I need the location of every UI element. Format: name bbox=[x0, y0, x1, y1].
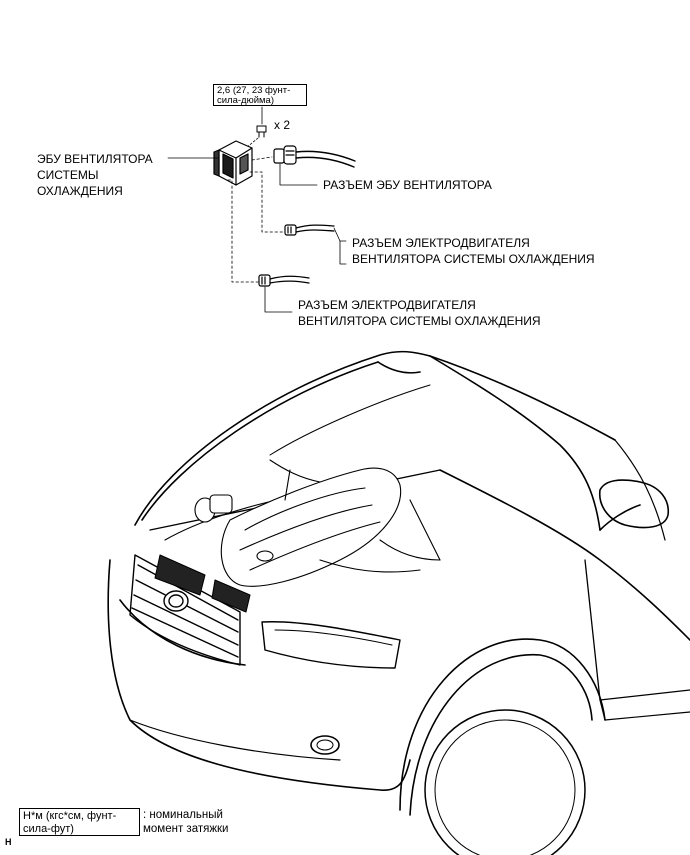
motor-connector-1-line2: ВЕНТИЛЯТОРА СИСТЕМЫ ОХЛАЖДЕНИЯ bbox=[352, 252, 595, 266]
ecu-connector-label: РАЗЪЕМ ЭБУ ВЕНТИЛЯТОРА bbox=[323, 178, 492, 192]
figure-code: H bbox=[5, 837, 12, 847]
motor-connector-2-line2: ВЕНТИЛЯТОРА СИСТЕМЫ ОХЛАЖДЕНИЯ bbox=[298, 314, 541, 328]
motor-connector-2-label: РАЗЪЕМ ЭЛЕКТРОДВИГАТЕЛЯ ВЕНТИЛЯТОРА СИСТ… bbox=[298, 297, 541, 329]
legend-unit-line1: Н*м (кгс*см, фунт- bbox=[23, 810, 117, 822]
headlight-icon bbox=[261, 621, 401, 669]
torque-unit-legend-box: Н*м (кгс*см, фунт- сила-фут) bbox=[19, 808, 140, 836]
torque-spec-line2: сила-дюйма) bbox=[217, 95, 274, 106]
ecu-label-line3: ОХЛАЖДЕНИЯ bbox=[37, 184, 123, 198]
bolt-quantity: x 2 bbox=[274, 118, 291, 132]
motor-connector-1-label: РАЗЪЕМ ЭЛЕКТРОДВИГАТЕЛЯ ВЕНТИЛЯТОРА СИСТ… bbox=[352, 235, 595, 267]
fan-motor-connector-icon bbox=[284, 224, 335, 236]
ecu-label-line2: СИСТЕМЫ bbox=[37, 168, 99, 182]
legend-desc-line1: : номинальный bbox=[143, 809, 223, 821]
legend-desc-line2: момент затяжки bbox=[143, 823, 229, 835]
fan-motor-connector-icon bbox=[258, 274, 310, 287]
bolt-icon bbox=[256, 125, 267, 138]
fan-ecu-icon bbox=[213, 140, 253, 186]
motor-connector-2-line1: РАЗЪЕМ ЭЛЕКТРОДВИГАТЕЛЯ bbox=[298, 298, 476, 312]
ecu-label: ЭБУ ВЕНТИЛЯТОРА СИСТЕМЫ ОХЛАЖДЕНИЯ bbox=[37, 151, 153, 199]
vehicle-illustration-icon bbox=[107, 350, 690, 855]
torque-spec-line1: 2,6 (27, 23 фунт- bbox=[217, 85, 291, 96]
legend-unit-line2: сила-фут) bbox=[23, 823, 74, 835]
engine-icon bbox=[149, 459, 441, 613]
fog-light-icon bbox=[310, 735, 340, 755]
ecu-assembly bbox=[167, 106, 356, 313]
motor-connector-1-line1: РАЗЪЕМ ЭЛЕКТРОДВИГАТЕЛЯ bbox=[352, 236, 530, 250]
grille-icon bbox=[129, 554, 241, 666]
ecu-label-line1: ЭБУ ВЕНТИЛЯТОРА bbox=[37, 152, 153, 166]
ecu-connector-icon bbox=[273, 145, 356, 168]
torque-legend-description: : номинальный момент затяжки bbox=[143, 808, 228, 836]
torque-spec-box: 2,6 (27, 23 фунт- сила-дюйма) bbox=[213, 84, 307, 106]
